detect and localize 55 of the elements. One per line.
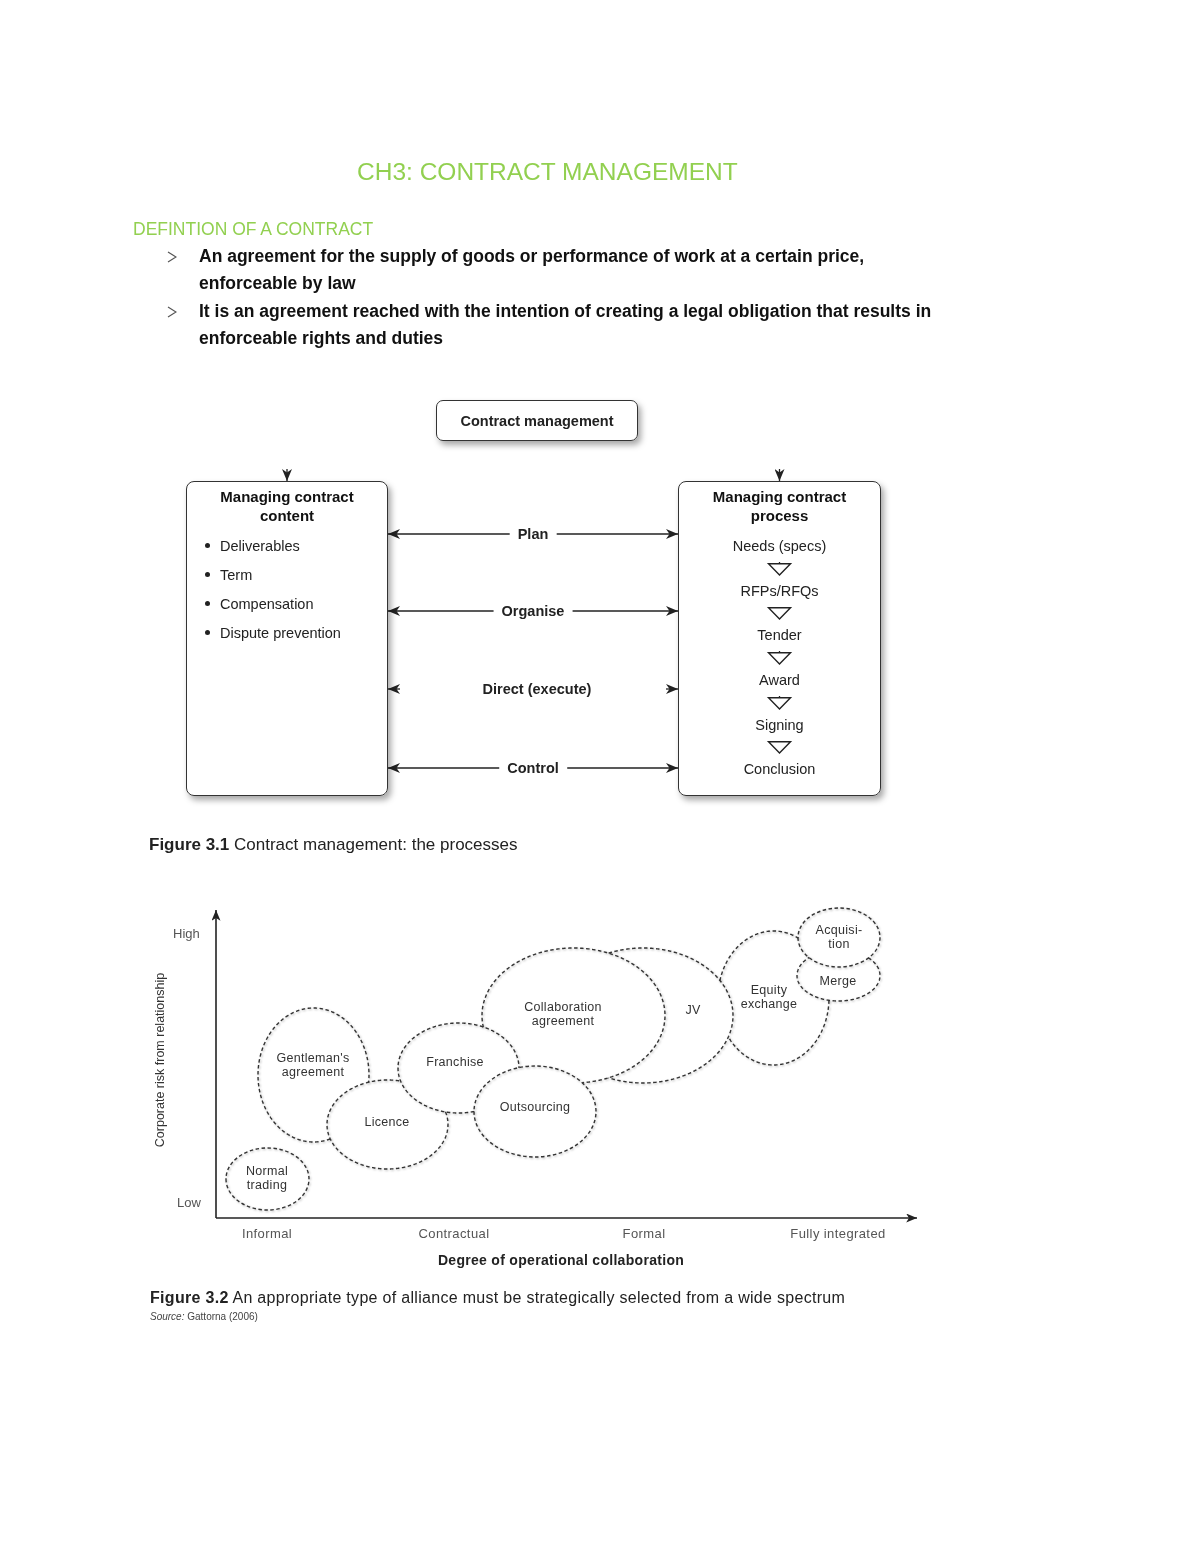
arrow <box>387 684 401 694</box>
rounded-panel <box>186 481 388 796</box>
section-heading: DEFINTION OF A CONTRACT <box>133 218 374 240</box>
axis-tick-label: High <box>173 926 200 942</box>
bubble-label: Normal trading <box>244 1164 290 1192</box>
flow-arrow <box>767 650 792 665</box>
rounded-box <box>436 400 638 441</box>
bullet-text: It is an agreement reached with the intention of creating a legal obligation that results in enforceable rights and duties <box>199 300 933 350</box>
axis-title: Corporate risk from relationship <box>152 972 168 1148</box>
axis-tick-label: Low <box>177 1195 201 1211</box>
dashed-ellipse <box>225 1147 310 1211</box>
bubble-label: JV <box>685 1003 701 1017</box>
bubble-label: Outsourcing <box>499 1100 571 1114</box>
dashed-ellipse <box>473 1065 597 1158</box>
axis-title: Degree of operational collaboration <box>437 1251 685 1269</box>
panel-heading: Managing contract process <box>711 487 848 525</box>
axis-tick-label: Informal <box>241 1226 293 1242</box>
bubble-label: Acquisi- tion <box>814 923 864 951</box>
axis-tick-label: Contractual <box>418 1226 490 1242</box>
bullet-text: Dispute prevention <box>220 623 341 642</box>
box-label: Contract management <box>460 411 614 430</box>
bullet-text: An agreement for the supply of goods or performance of work at a certain price, enforceable by law <box>199 245 866 295</box>
page-title: CH3: CONTRACT MANAGEMENT <box>357 157 738 187</box>
axis-tick-label: Fully integrated <box>790 1226 886 1242</box>
step-label: Needs (specs) <box>732 530 827 562</box>
flow-arrow <box>767 740 792 754</box>
axis-tick-label: Formal <box>622 1226 666 1242</box>
bubble-label: Franchise <box>426 1055 484 1069</box>
panel-heading: Managing contract content <box>219 487 355 525</box>
arrow <box>774 468 785 482</box>
edge-label: Organise <box>493 602 573 620</box>
step-label: Signing <box>755 709 804 741</box>
flow-arrow <box>767 561 792 576</box>
source-note: Source: Gattorna (2006) <box>150 1311 258 1323</box>
figure-caption: Figure 3.1 Contract management: the processes <box>149 835 518 855</box>
bullet-text: Deliverables <box>220 536 300 555</box>
step-label: Conclusion <box>743 753 816 785</box>
arrow <box>665 684 679 694</box>
step-label: Award <box>759 664 800 696</box>
step-label: RFPs/RFQs <box>740 575 819 607</box>
bubble-label: Merge <box>819 974 857 988</box>
bubble-label: Equity exchange <box>739 983 799 1011</box>
flow-arrow <box>767 695 792 710</box>
step-label: Tender <box>757 619 802 651</box>
dashed-ellipse <box>797 907 881 968</box>
bubble-label: Gentleman's agreement <box>275 1051 351 1079</box>
bullet-text: Term <box>220 565 253 584</box>
arrow-label: Direct (execute) <box>482 680 592 698</box>
arrow <box>282 468 292 482</box>
bubble-label: Licence <box>364 1115 410 1129</box>
rounded-panel <box>678 481 881 796</box>
bullet-text: Compensation <box>220 594 314 613</box>
flow-arrow <box>767 606 792 620</box>
bubble-label: Collaboration agreement <box>523 1000 603 1028</box>
figure-caption: Figure 3.2 An appropriate type of alliance must be strategically selected from a wide spectrum <box>150 1288 846 1307</box>
